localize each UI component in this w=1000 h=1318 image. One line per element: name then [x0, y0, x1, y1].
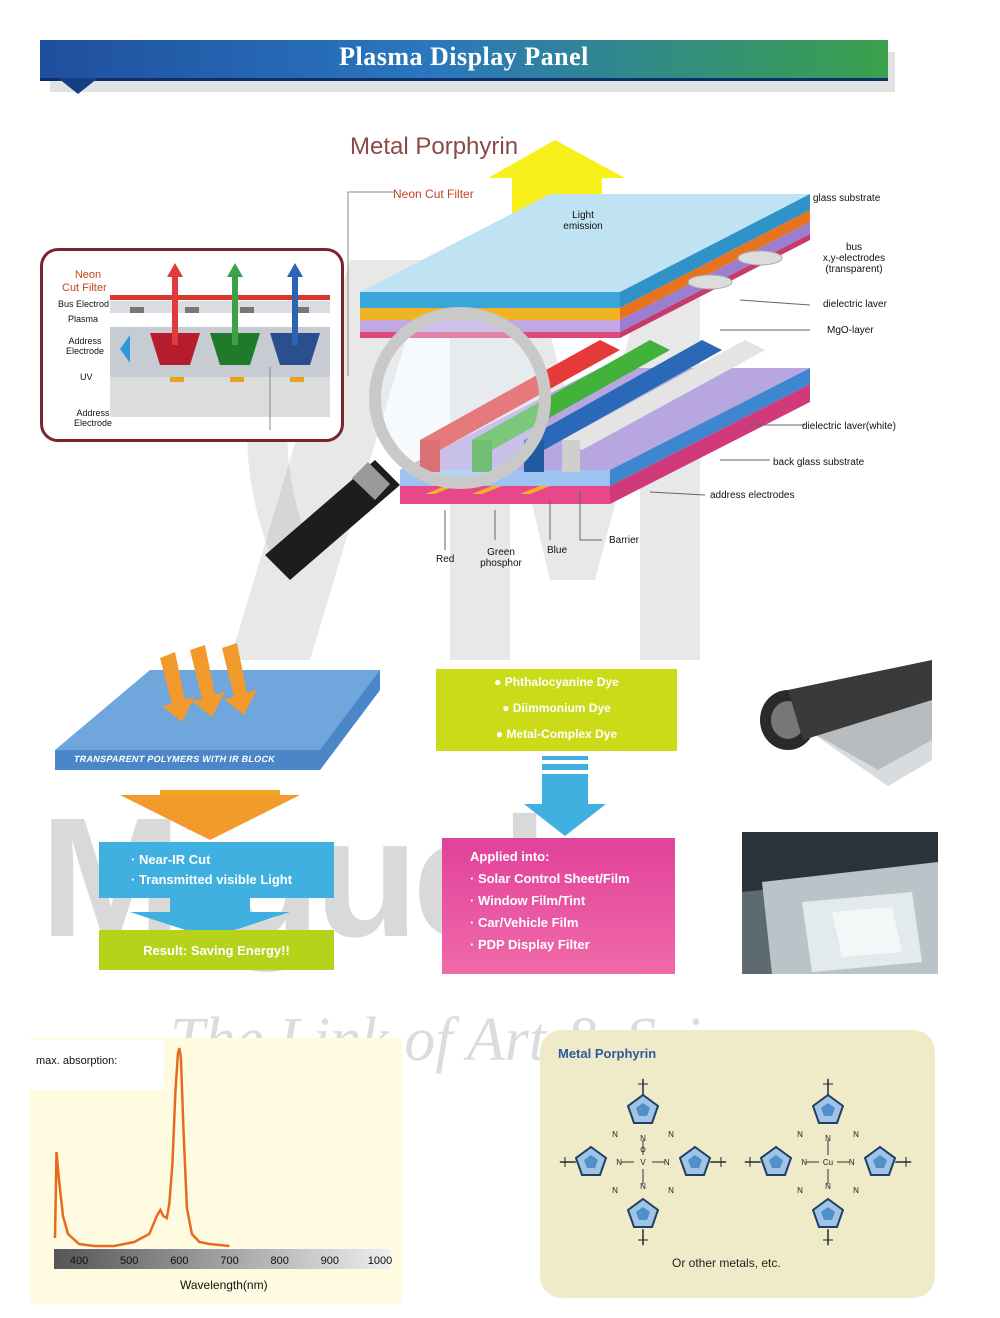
x-tick-label: 400 — [70, 1255, 88, 1267]
dye-down-arrow — [524, 756, 606, 836]
svg-text:N: N — [849, 1158, 855, 1167]
x-tick-label: 900 — [321, 1255, 339, 1267]
applied-item: · Car/Vehicle Film — [470, 915, 579, 930]
near-ir-cut-text: · Near-IR Cut — [131, 852, 211, 867]
label-address-electrodes: address electrodes — [710, 490, 795, 501]
svg-text:N: N — [668, 1186, 674, 1195]
dye-diimmonium: ● Diimmonium Dye — [502, 701, 611, 715]
magnifier-lens — [369, 307, 551, 489]
absorption-spectrum-chart: 400 500 600 700 800 900 1000 — [53, 1047, 392, 1269]
svg-text:N: N — [640, 1182, 646, 1191]
svg-text:N: N — [640, 1134, 646, 1143]
porphyrin-footer: Or other metals, etc. — [672, 1256, 781, 1270]
ir-block-sheet — [55, 670, 380, 770]
svg-text:N: N — [797, 1186, 803, 1195]
saving-energy-box: Result: Saving Energy!! — [99, 930, 334, 970]
svg-text:N: N — [616, 1158, 622, 1167]
svg-text:N: N — [668, 1130, 674, 1139]
svg-text:N: N — [801, 1158, 807, 1167]
banner-tail — [58, 78, 98, 94]
label-mgo-layer: MgO-layer — [827, 325, 874, 336]
label-barrier: Barrier — [609, 535, 640, 546]
applied-item: · PDP Display Filter — [470, 937, 590, 952]
cell-cross-section — [110, 263, 330, 430]
svg-text:N: N — [825, 1134, 831, 1143]
light-emission-label: Light emission — [563, 210, 603, 232]
dye-list-box: ● Phthalocyanine Dye ● Diimmonium Dye ● … — [436, 669, 677, 751]
inset-neon-label: Neon — [74, 269, 102, 281]
applied-item: · Solar Control Sheet/Film — [470, 871, 630, 886]
svg-text:N: N — [612, 1186, 618, 1195]
dye-phthalocyanine: ● Phthalocyanine Dye — [494, 675, 619, 689]
max-absorption-label: max. absorption: — [36, 1055, 118, 1067]
x-tick-label: 700 — [220, 1255, 238, 1267]
label-back-glass: back glass substrate — [773, 457, 865, 468]
label-green-phosphor: Green phosphor — [480, 547, 522, 569]
x-tick-label: 600 — [170, 1255, 188, 1267]
inset-plasma-label: Plasma — [68, 314, 99, 324]
ir-flow-graphics — [55, 643, 380, 938]
inset-bus-electrod-label: Bus Electrod — [58, 299, 110, 309]
window-film-photo — [742, 832, 938, 974]
applied-into-box: Applied into: · Solar Control Sheet/Film… — [442, 838, 675, 974]
x-tick-label: 500 — [120, 1255, 138, 1267]
svg-text:N: N — [853, 1130, 859, 1139]
porphyrin-molecule: N N N N N N N N VO — [559, 1078, 727, 1246]
applied-item: · Window Film/Tint — [470, 893, 586, 908]
film-roll-photo — [748, 660, 932, 786]
svg-text:O: O — [640, 1147, 646, 1154]
x-axis-bar — [54, 1249, 390, 1269]
x-tick-label: 800 — [270, 1255, 288, 1267]
svg-text:Cu: Cu — [823, 1158, 833, 1167]
dye-metal-complex: ● Metal-Complex Dye — [495, 727, 618, 741]
legend-box — [30, 1040, 164, 1090]
title-banner — [40, 40, 888, 81]
svg-text:N: N — [825, 1182, 831, 1191]
svg-text:N: N — [853, 1186, 859, 1195]
page-title: Plasma Display Panel — [339, 42, 589, 71]
glass-substrate — [360, 194, 810, 292]
svg-text:N: N — [664, 1158, 670, 1167]
svg-text:N: N — [797, 1130, 803, 1139]
label-blue: Blue — [547, 545, 568, 556]
porphyrin-molecule: N N N N N N N N Cu — [744, 1078, 912, 1246]
pdp-exploded-diagram — [265, 140, 810, 580]
inset-cut-filter-label: Cut Filter — [62, 282, 107, 294]
x-tick-label: 1000 — [368, 1255, 392, 1267]
neon-cut-filter-label: Neon Cut Filter — [393, 187, 474, 201]
label-glass-substrate: glass substrate — [813, 193, 881, 204]
absorption-series-line — [53, 1047, 230, 1248]
label-dielectric-white: dielectric laver(white) — [802, 421, 896, 432]
diagram-title: Metal Porphyrin — [350, 133, 519, 160]
ir-sheet-label: TRANSPARENT POLYMERS WITH IR BLOCK — [72, 754, 277, 764]
label-bus-electrodes: bus x,y-electrodes (transparent) — [822, 242, 886, 275]
label-dielectric-layer: dielectric laver — [823, 299, 887, 310]
svg-text:N: N — [612, 1130, 618, 1139]
inset-uv-label: UV — [80, 372, 93, 382]
ir-results-box: · Near-IR Cut · Transmitted visible Ligh… — [99, 842, 334, 898]
porphyrin-title: Metal Porphyrin — [558, 1046, 657, 1061]
x-axis-title: Wavelength(nm) — [180, 1278, 268, 1292]
visible-light-text: · Transmitted visible Light — [131, 872, 293, 887]
label-red: Red — [436, 554, 455, 565]
svg-text:V: V — [640, 1158, 646, 1167]
applied-title: Applied into: — [470, 849, 550, 864]
